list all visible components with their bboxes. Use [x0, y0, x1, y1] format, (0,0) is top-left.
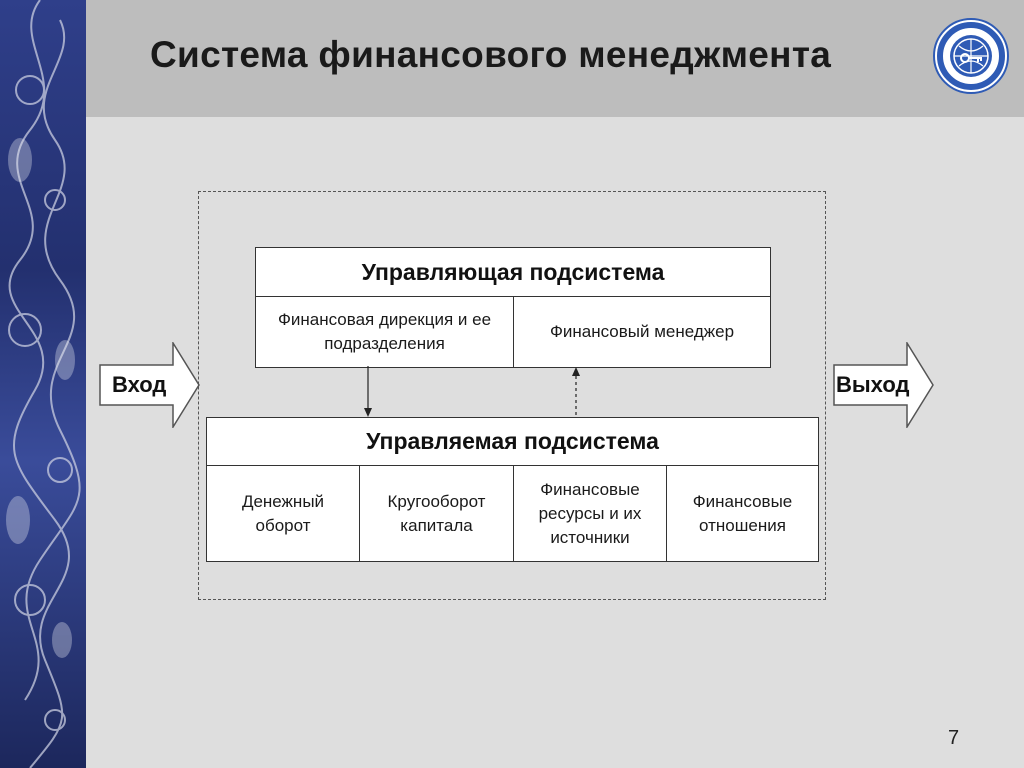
- managing-subsystem-title: Управляющая подсистема: [256, 248, 770, 297]
- managed-subsystem-title: Управляемая подсистема: [207, 418, 818, 466]
- output-arrow: [833, 342, 934, 428]
- institution-seal-logo: [933, 18, 1009, 94]
- input-label: Вход: [112, 372, 167, 397]
- up-feedback-arrow: [572, 367, 580, 418]
- managed-cell-financial-relations: Финансовые отношения: [666, 466, 818, 561]
- decorative-ornament-strip: [0, 0, 86, 768]
- managing-cell-financial-directorate: Финансовая дирекция и ее подразделения: [277, 310, 492, 353]
- output-label: Выход: [836, 372, 910, 397]
- title-bar: [86, 0, 1024, 117]
- system-boundary-frame: [198, 191, 826, 600]
- managed-cell-money-circulation: Денежный оборот: [241, 491, 325, 535]
- managing-cell-financial-manager: Финансовый менеджер: [513, 297, 770, 367]
- input-arrow: [99, 342, 200, 428]
- managed-cell-financial-resources: Финансовые ресурсы и их источники: [513, 466, 666, 561]
- managed-subsystem-box: Управляемая подсистема Денежный оборот К…: [206, 417, 819, 562]
- managed-cell-capital-turnover: Кругооборот капитала: [359, 466, 513, 561]
- page-number: 7: [948, 727, 960, 749]
- slide-title: Система финансового менеджмента: [150, 34, 832, 75]
- ornament-swirls: [6, 0, 81, 768]
- managing-subsystem-box: Управляющая подсистема Финансовая дирекц…: [255, 247, 771, 368]
- down-control-arrow: [364, 366, 372, 417]
